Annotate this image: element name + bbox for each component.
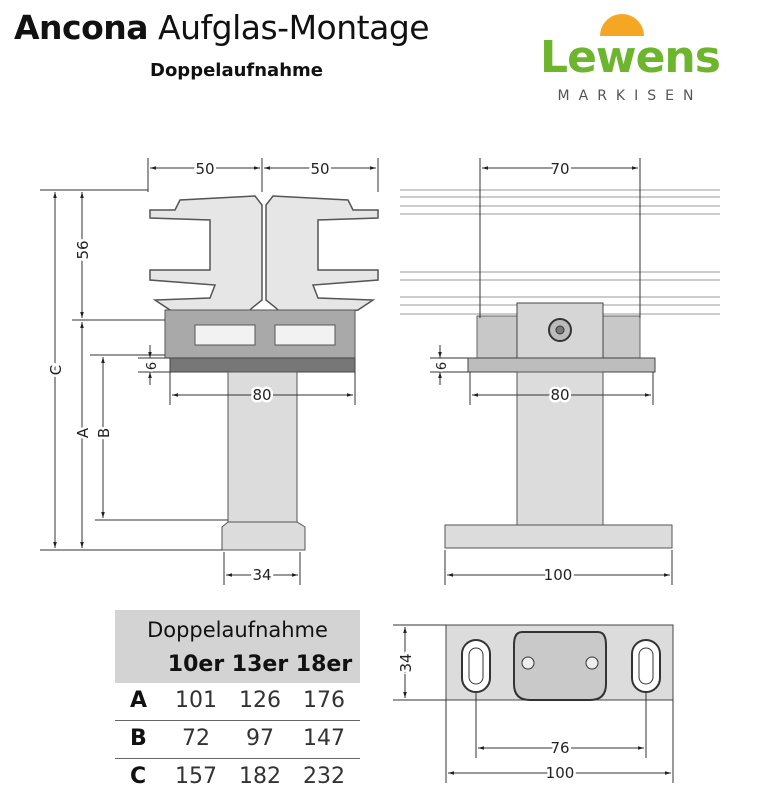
foot	[221, 521, 306, 551]
double-profile	[149, 195, 379, 321]
glass-panels	[400, 189, 720, 315]
svg-text:Lewens: Lewens	[540, 32, 720, 83]
dim-100-plate: 100	[546, 764, 575, 782]
dim-6-left: 6	[145, 362, 160, 370]
plate-top-view	[393, 624, 674, 783]
column-header: 10er	[167, 652, 225, 677]
table-row: C 157 182 232	[115, 759, 360, 796]
row-label: C	[130, 764, 147, 789]
dim-70: 70	[550, 160, 569, 178]
base-plate	[169, 357, 356, 373]
page-subtitle: Doppelaufnahme	[150, 60, 323, 81]
cell: 97	[246, 726, 274, 751]
column-header: 13er	[231, 652, 289, 677]
foot	[444, 524, 673, 549]
side-view	[400, 158, 720, 585]
dim-56: 56	[74, 240, 92, 259]
page-title: Ancona Aufglas-Montage	[14, 8, 430, 47]
dim-80-left: 80	[252, 386, 271, 404]
cell: 176	[303, 688, 345, 713]
cell: 72	[182, 726, 210, 751]
post	[227, 371, 298, 523]
lewens-logo: Lewens MARKISEN	[540, 14, 721, 104]
cell: 101	[175, 688, 217, 713]
dimension-table: Doppelaufnahme 10er 13er 18er A 101 126 …	[115, 610, 360, 796]
table-title: Doppelaufnahme	[147, 618, 328, 642]
dim-100-right: 100	[544, 566, 573, 584]
dim-6-right: 6	[435, 362, 450, 370]
table-row: A 101 126 176	[115, 683, 360, 721]
front-view-labels: 50 50 56 C A B 6 80 34	[45, 158, 333, 587]
row-label: A	[130, 688, 148, 713]
label-a: A	[74, 427, 92, 438]
table-header: Doppelaufnahme 10er 13er 18er	[115, 610, 360, 683]
table-row: B 72 97 147	[115, 721, 360, 759]
dim-34-plate: 34	[397, 653, 415, 672]
dim-50-left: 50	[195, 160, 214, 178]
cell: 157	[175, 764, 217, 789]
row-label: B	[130, 726, 147, 751]
label-c: C	[47, 365, 65, 375]
cell: 126	[239, 688, 281, 713]
side-view-labels: 70 6 80 100	[433, 158, 575, 587]
title-bold: Ancona	[14, 8, 149, 47]
dim-34-left: 34	[252, 566, 271, 584]
plate-labels: 34 76 100	[395, 651, 577, 785]
label-b: B	[95, 428, 113, 438]
cell: 182	[239, 764, 281, 789]
base-plate	[467, 357, 656, 373]
front-view	[40, 158, 379, 585]
column-header: 18er	[295, 652, 353, 677]
svg-text:MARKISEN: MARKISEN	[558, 88, 703, 104]
cell: 147	[303, 726, 345, 751]
dim-76: 76	[550, 739, 569, 757]
title-rest: Aufglas-Montage	[158, 8, 430, 47]
post	[516, 371, 604, 526]
dim-80-right: 80	[550, 386, 569, 404]
dim-50-right: 50	[310, 160, 329, 178]
cell: 232	[303, 764, 345, 789]
